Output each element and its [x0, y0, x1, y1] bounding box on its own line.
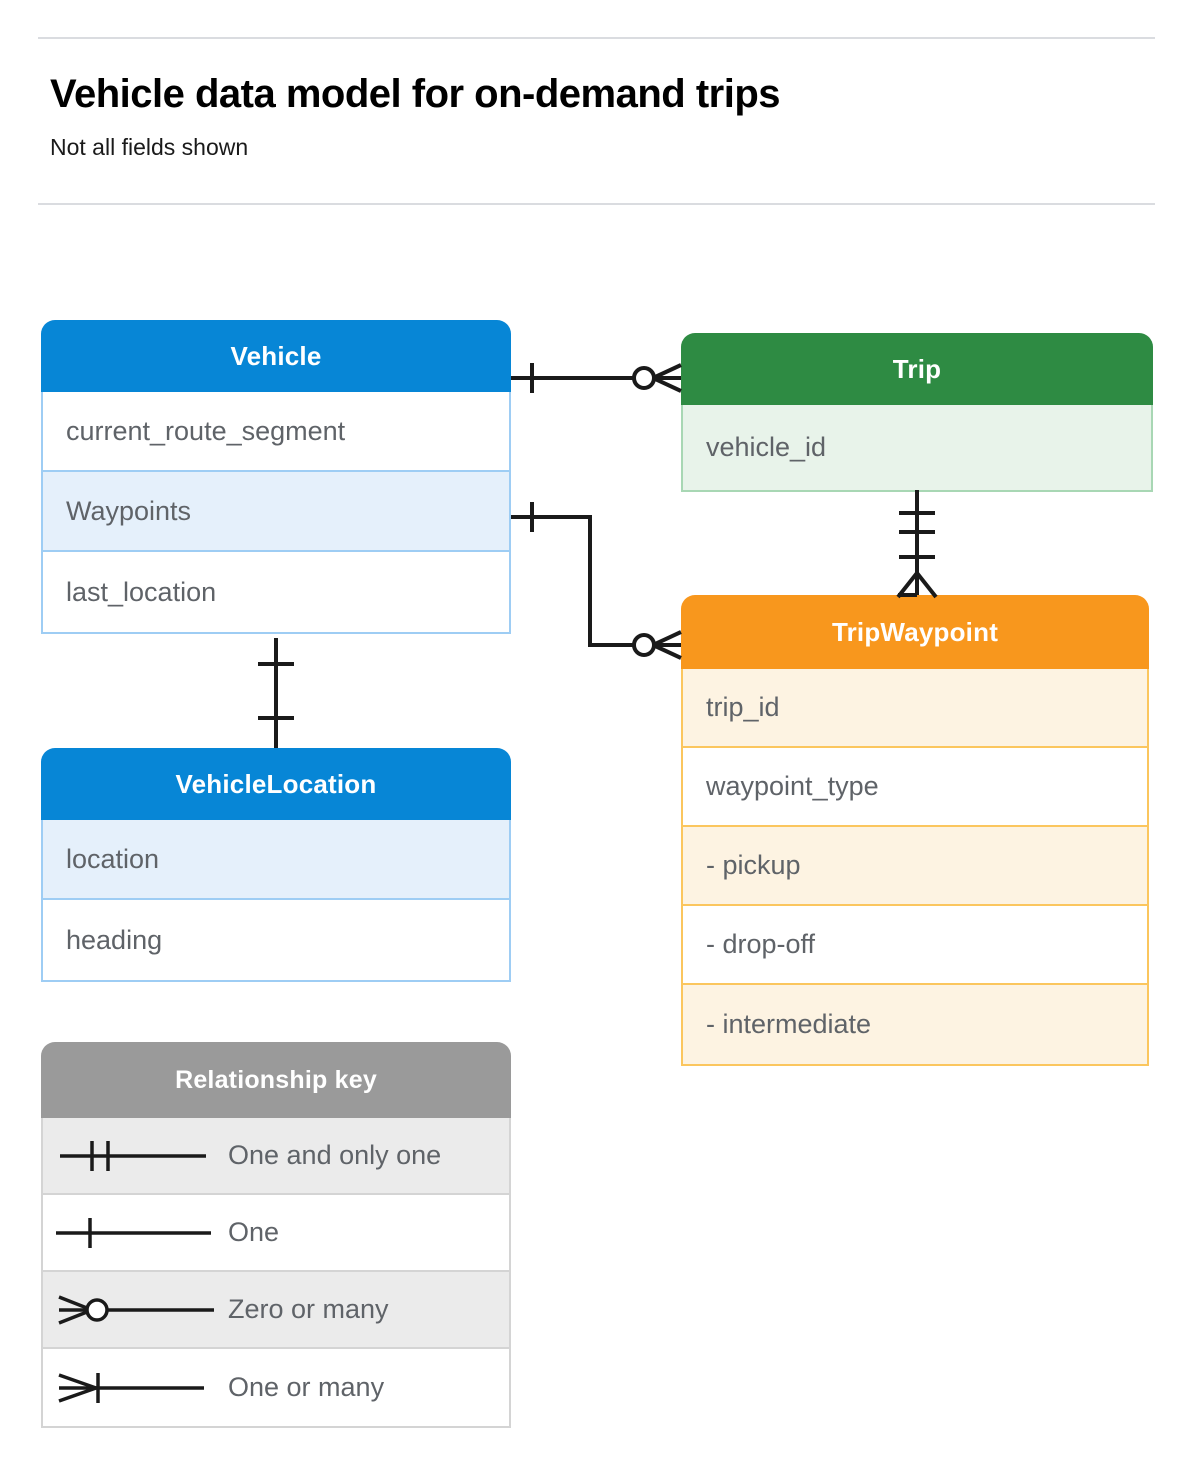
legend-row: One and only one	[43, 1118, 509, 1195]
connector-trip-to-tripwaypoint	[896, 490, 938, 599]
connector-vehicle-to-vehiclelocation	[258, 638, 294, 748]
legend-row-label: Zero or many	[228, 1294, 389, 1324]
field-row[interactable]: - drop-off	[683, 906, 1147, 985]
legend-row: One	[43, 1195, 509, 1272]
entity-trip-waypoint-fields: trip_id waypoint_type - pickup - drop-of…	[681, 669, 1149, 1066]
field-row[interactable]: trip_id	[683, 669, 1147, 748]
zero-or-many-symbol	[43, 1272, 228, 1347]
field-row[interactable]: heading	[43, 900, 509, 980]
legend-row-label: One or many	[228, 1372, 385, 1402]
relationship-key-rows: One and only one One	[41, 1118, 511, 1428]
field-row[interactable]: Waypoints	[43, 472, 509, 552]
field-row[interactable]: current_route_segment	[43, 392, 509, 472]
field-row[interactable]: waypoint_type	[683, 748, 1147, 827]
field-row[interactable]: - pickup	[683, 827, 1147, 906]
entity-vehicle-location[interactable]: VehicleLocation location heading	[41, 748, 511, 982]
entity-vehicle-title: Vehicle	[41, 320, 511, 392]
entity-vehicle[interactable]: Vehicle current_route_segment Waypoints …	[41, 320, 511, 634]
entity-vehicle-location-title: VehicleLocation	[41, 748, 511, 820]
header-divider-top	[38, 37, 1155, 39]
field-row[interactable]: vehicle_id	[683, 405, 1151, 490]
connector-waypoints-to-tripwaypoint	[511, 502, 682, 660]
field-row[interactable]: - intermediate	[683, 985, 1147, 1064]
legend-row: Zero or many	[43, 1272, 509, 1349]
legend-row-label: One and only one	[228, 1140, 442, 1170]
legend-row-label: One	[228, 1217, 280, 1247]
field-row[interactable]: location	[43, 820, 509, 900]
entity-trip-title: Trip	[681, 333, 1153, 405]
connector-vehicle-to-trip	[511, 363, 682, 393]
relationship-key-legend: Relationship key One and only one	[41, 1042, 511, 1428]
entity-trip[interactable]: Trip vehicle_id	[681, 333, 1153, 492]
entity-trip-fields: vehicle_id	[681, 405, 1153, 492]
relationship-key-title: Relationship key	[41, 1042, 511, 1118]
entity-trip-waypoint-title: TripWaypoint	[681, 595, 1149, 669]
page-title: Vehicle data model for on-demand trips	[50, 72, 781, 116]
entity-vehicle-location-fields: location heading	[41, 820, 511, 982]
one-symbol	[43, 1195, 228, 1270]
one-or-many-symbol	[43, 1349, 228, 1426]
field-row[interactable]: last_location	[43, 552, 509, 632]
legend-row: One or many	[43, 1349, 509, 1426]
one-and-only-one-symbol	[43, 1118, 228, 1193]
entity-trip-waypoint[interactable]: TripWaypoint trip_id waypoint_type - pic…	[681, 595, 1149, 1066]
header-divider-bottom	[38, 203, 1155, 205]
entity-vehicle-fields: current_route_segment Waypoints last_loc…	[41, 392, 511, 634]
page-subtitle: Not all fields shown	[50, 134, 249, 160]
